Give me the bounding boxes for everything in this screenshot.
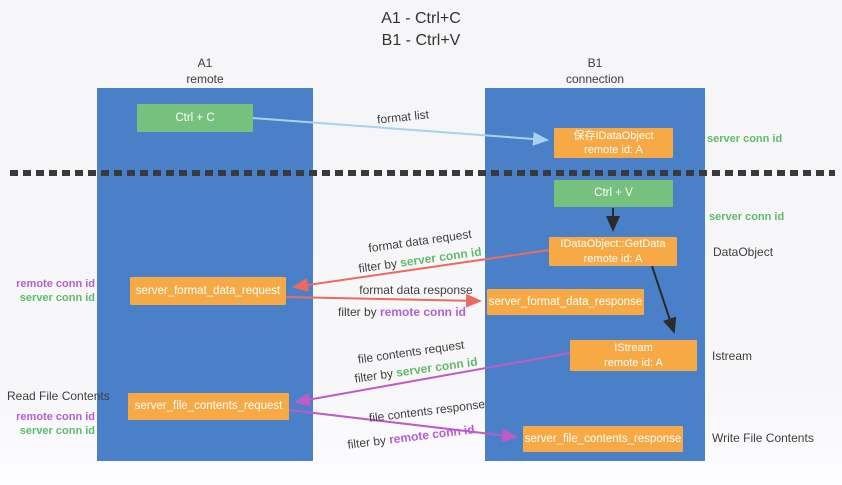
side-label-conn-ids-file: remote conn id server conn id — [0, 410, 95, 439]
node-server-format-data-request: server_format_data_request — [130, 277, 286, 305]
node-save-idataobject-line1: 保存IDataObject — [573, 129, 654, 142]
server-conn-id-text: server conn id — [19, 425, 95, 438]
server-conn-id-text: server conn id — [19, 292, 95, 305]
side-label-server-conn-id-mid: server conn id — [709, 211, 785, 223]
lane-b1-name: B1 — [587, 56, 603, 70]
node-server-file-contents-request: server_file_contents_request — [128, 393, 289, 420]
node-format-response-label: server_format_data_response — [488, 295, 643, 308]
node-ctrl-v: Ctrl + V — [554, 180, 673, 207]
arrow-getdata-to-istream — [651, 265, 677, 334]
lane-header-b1: B1 connection — [515, 56, 675, 87]
node-idataobject-getdata: IDataObject::GetData remote id: A — [549, 237, 677, 266]
side-label-istream: Istream — [712, 349, 753, 363]
lane-b1-sub: connection — [565, 71, 625, 86]
title-line-2: B1 - Ctrl+V — [381, 31, 461, 49]
arrow-file-contents-response — [288, 409, 518, 443]
side-label-write-file-contents: Write File Contents — [712, 431, 814, 445]
node-server-file-contents-response: server_file_contents_response — [523, 426, 683, 452]
remote-conn-id-text: remote conn id — [380, 305, 467, 319]
node-istream: IStream remote id: A — [570, 340, 697, 371]
node-save-idataobject-line2: remote id: A — [584, 144, 643, 156]
side-label-read-file-contents: Read File Contents — [7, 389, 110, 403]
side-label-dataobject: DataObject — [713, 245, 774, 259]
label-filter-by-remote-conn-id-1: filter by remote conn id — [338, 305, 466, 319]
remote-conn-id-text: remote conn id — [16, 278, 95, 290]
node-server-format-data-response: server_format_data_response — [487, 289, 644, 315]
node-istream-line1: IStream — [614, 342, 653, 355]
node-getdata-line2: remote id: A — [583, 252, 643, 265]
arrow-format-list — [252, 117, 549, 146]
lane-a1-name: A1 — [197, 56, 213, 70]
label-format-data-response: format data response — [359, 283, 473, 297]
side-label-conn-ids-format: remote conn id server conn id — [0, 277, 95, 306]
node-file-request-label: server_file_contents_request — [134, 400, 283, 413]
arrow-format-data-response — [285, 293, 482, 308]
lane-header-a1: A1 remote — [125, 56, 285, 87]
filter-by-text: filter by — [337, 305, 380, 319]
lane-a1-sub: remote — [186, 71, 224, 86]
arrow-file-contents-request — [294, 352, 571, 407]
arrow-format-data-request — [292, 249, 550, 292]
node-istream-line2: remote id: A — [604, 356, 663, 369]
node-ctrl-v-label: Ctrl + V — [594, 187, 633, 200]
node-ctrl-c-label: Ctrl + C — [175, 111, 215, 124]
side-label-server-conn-id-top: server conn id — [707, 133, 783, 145]
remote-conn-id-text: remote conn id — [16, 411, 95, 423]
node-format-request-label: server_format_data_request — [135, 284, 281, 297]
session-boundary-dotted-line — [10, 170, 835, 176]
title-line-1: A1 - Ctrl+C — [381, 10, 461, 27]
node-getdata-line1: IDataObject::GetData — [560, 238, 666, 251]
node-ctrl-c: Ctrl + C — [137, 104, 253, 132]
diagram-title: A1 - Ctrl+C B1 - Ctrl+V — [0, 8, 842, 51]
node-file-response-label: server_file_contents_response — [524, 432, 682, 445]
node-save-idataobject: 保存IDataObject remote id: A — [554, 128, 673, 158]
